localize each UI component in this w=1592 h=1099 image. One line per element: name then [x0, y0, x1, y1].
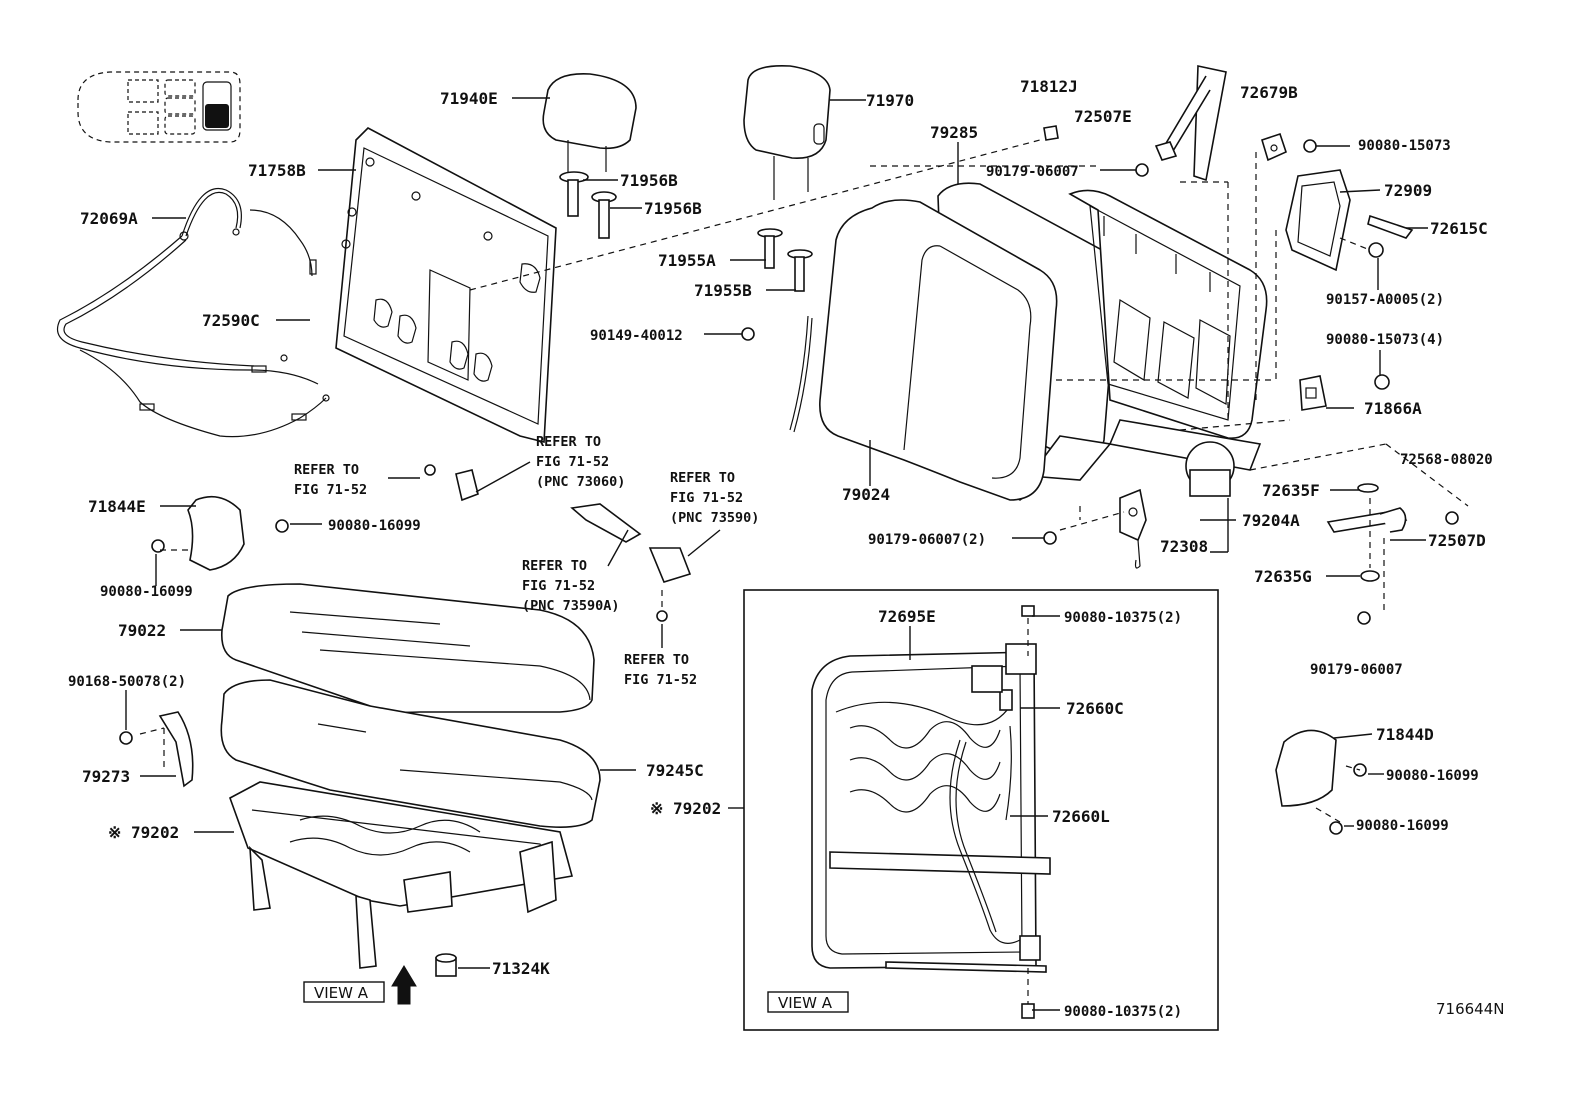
- seatback-frame-79204a: [1068, 189, 1268, 497]
- retractor-72909: [1285, 169, 1351, 272]
- refer-2-line2: FIG 71-52: [536, 454, 609, 470]
- view-a-text-inset: VIEW A: [778, 994, 833, 1012]
- refer-1-line1: REFER TO: [294, 462, 359, 478]
- refer-3-line1: REFER TO: [670, 470, 735, 486]
- cable-72069a: [56, 187, 330, 438]
- view-a-label-main: VIEW A: [303, 981, 385, 1003]
- label-72635g: 72635G: [1254, 567, 1312, 586]
- label-90179-06007-top: 90179-06007: [986, 164, 1079, 180]
- label-90080-16099-b: 90080-16099: [100, 584, 193, 600]
- cover-71844d: [1275, 729, 1337, 807]
- bracket-72679b: [1261, 132, 1287, 162]
- label-72069a: 72069A: [80, 209, 138, 228]
- bracket-79273: [158, 711, 194, 788]
- label-90080-16099-a: 90080-16099: [328, 518, 421, 534]
- label-79024: 79024: [842, 485, 890, 504]
- label-72590c: 72590C: [202, 311, 260, 330]
- seat-cushion-79022: [220, 583, 595, 714]
- refer-4-line3: (PNC 73590A): [522, 598, 620, 614]
- label-79202-a: ※ 79202: [108, 823, 179, 842]
- label-90168-50078: 90168-50078(2): [68, 674, 186, 690]
- cover-71844e: [187, 495, 245, 571]
- view-a-arrow: [391, 965, 417, 1005]
- headrest-71940e: [542, 73, 637, 172]
- label-72909: 72909: [1384, 181, 1432, 200]
- dashed-connectors: [139, 139, 1469, 1004]
- label-90080-16099-d: 90080-16099: [1356, 818, 1449, 834]
- view-a-inset: [743, 589, 1219, 1031]
- label-71844e: 71844E: [88, 497, 146, 516]
- cover-71866a: [1299, 375, 1327, 411]
- refer-5-line1: REFER TO: [624, 652, 689, 668]
- label-72308: 72308: [1160, 537, 1208, 556]
- refer-1-line2: FIG 71-52: [294, 482, 367, 498]
- figure-number: 716644N: [1436, 1000, 1504, 1018]
- label-72568-08020: 72568-08020: [1400, 452, 1493, 468]
- label-90080-15073: 90080-15073: [1358, 138, 1451, 154]
- label-71970: 71970: [866, 91, 914, 110]
- refer-4-line1: REFER TO: [522, 558, 587, 574]
- seatback-board-71758b: [335, 127, 557, 444]
- refer-3-line3: (PNC 73590): [670, 510, 759, 526]
- label-79245c: 79245C: [646, 761, 704, 780]
- label-71812j: 71812J: [1020, 77, 1078, 96]
- label-72695e: 72695E: [878, 607, 936, 626]
- label-90080-15073-4: 90080-15073(4): [1326, 332, 1444, 348]
- label-79022: 79022: [118, 621, 166, 640]
- seatbelt-72507e: [1154, 65, 1227, 182]
- label-90080-10375-bot: 90080-10375(2): [1064, 1004, 1182, 1020]
- refer-notes: REFER TO FIG 71-52 REFER TO FIG 71-52 (P…: [294, 434, 759, 688]
- part-labels: 71940E 71970 71812J 72507E 72679B 71758B…: [68, 77, 1493, 1020]
- label-72615c: 72615C: [1430, 219, 1488, 238]
- label-90179-06007-r: 90179-06007: [1310, 662, 1403, 678]
- view-a-label-inset: VIEW A: [767, 991, 849, 1013]
- label-71956b-2: 71956B: [644, 199, 702, 218]
- hinge-72308: [1119, 488, 1147, 569]
- label-71866a: 71866A: [1364, 399, 1422, 418]
- seat-frame-79202: [229, 781, 574, 969]
- vehicle-locator-icon: [77, 71, 241, 143]
- label-90157-a0005: 90157-A0005(2): [1326, 292, 1444, 308]
- buckles: [455, 469, 692, 583]
- refer-2-line1: REFER TO: [536, 434, 601, 450]
- seatbelt-72507d: [1326, 507, 1408, 533]
- cover-72615c: [1367, 214, 1414, 239]
- label-79204a: 79204A: [1242, 511, 1300, 530]
- label-90080-10375-top: 90080-10375(2): [1064, 610, 1182, 626]
- refer-2-line3: (PNC 73060): [536, 474, 625, 490]
- label-72507e: 72507E: [1074, 107, 1132, 126]
- label-72635f: 72635F: [1262, 481, 1320, 500]
- label-71844d: 71844D: [1376, 725, 1434, 744]
- view-a-text-main: VIEW A: [314, 984, 369, 1002]
- label-90080-16099-c: 90080-16099: [1386, 768, 1479, 784]
- label-90149-40012: 90149-40012: [590, 328, 683, 344]
- label-71758b: 71758B: [248, 161, 306, 180]
- label-72660c: 72660C: [1066, 699, 1124, 718]
- headrest-guides: [559, 171, 813, 292]
- label-72660l: 72660L: [1052, 807, 1110, 826]
- fasteners: [119, 125, 1459, 1019]
- label-71955a: 71955A: [658, 251, 716, 270]
- label-90179-06007-2: 90179-06007(2): [868, 532, 986, 548]
- label-79285: 79285: [930, 123, 978, 142]
- label-72507d: 72507D: [1428, 531, 1486, 550]
- label-71940e: 71940E: [440, 89, 498, 108]
- label-71956b-1: 71956B: [620, 171, 678, 190]
- seat-cushion-79245c: [220, 679, 601, 828]
- refer-3-line2: FIG 71-52: [670, 490, 743, 506]
- seatback-cushion-79024: [819, 199, 1058, 501]
- label-71324k: 71324K: [492, 959, 550, 978]
- label-72679b: 72679B: [1240, 83, 1298, 102]
- clip-71324k: [435, 953, 457, 977]
- headrest-71970: [743, 64, 831, 200]
- refer-4-line2: FIG 71-52: [522, 578, 595, 594]
- refer-5-line2: FIG 71-52: [624, 672, 697, 688]
- label-79273: 79273: [82, 767, 130, 786]
- label-71955b: 71955B: [694, 281, 752, 300]
- label-79202-b: ※ 79202: [650, 799, 721, 818]
- leader-lines: [125, 97, 1428, 1011]
